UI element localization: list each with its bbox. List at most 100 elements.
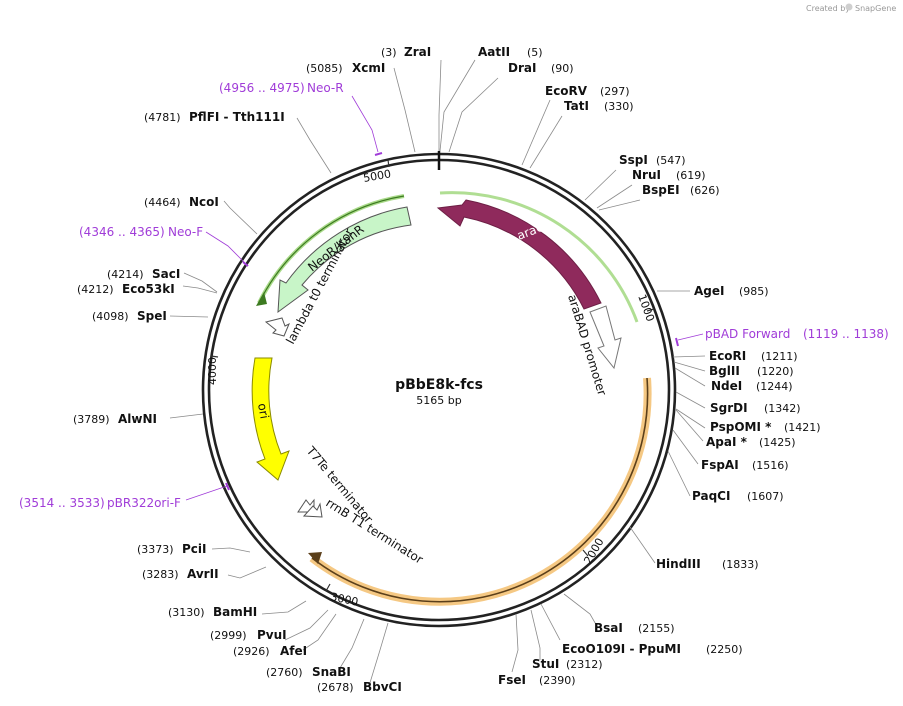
site-pos-pvui: (2999) [210,629,247,642]
site-pos-agei: (985) [739,285,769,298]
credit-brand: SnapGene [855,4,896,13]
site-name-apai[interactable]: ApaI * [706,435,748,449]
site-pos-ncoi: (4464) [144,196,181,209]
site-pos-paqci: (1607) [747,490,784,503]
plasmid-name: pBbE8k-fcs [395,377,483,393]
site-name-tati[interactable]: TatI [564,99,589,113]
site-name-spei[interactable]: SpeI [137,309,167,323]
site-name-stui[interactable]: StuI [532,657,559,671]
tick-5000: 5000 [362,167,392,185]
site-pos-ecorv: (297) [600,85,630,98]
site-name-avrii[interactable]: AvrII [187,567,219,581]
primer-range-neo-f: (4346 .. 4365) [79,225,165,239]
primer-name-pbr322ori-f[interactable]: pBR322ori-F [107,496,181,510]
site-pos-spei: (4098) [92,310,129,323]
orf-highlight-arac [439,191,639,323]
site-name-nrui[interactable]: NruI [632,168,661,182]
site-name-ndei[interactable]: NdeI [711,379,742,393]
site-pos-stui: (2312) [566,658,603,671]
backbone [201,151,677,628]
feature-ori [251,357,290,481]
site-pos-bbvci: (2678) [317,681,354,694]
site-name-ecorv[interactable]: EcoRV [545,84,588,98]
feature-label-rrnb-t1: rrnB T1 terminator [323,496,425,567]
site-name-pvui[interactable]: PvuI [257,628,287,642]
site-name-afei[interactable]: AfeI [280,644,307,658]
site-pos-apai: (1425) [759,436,796,449]
site-pos-bspei: (626) [690,184,720,197]
site-name-pspomi[interactable]: PspOMI * [710,420,772,434]
site-pos-fspai: (1516) [752,459,789,472]
site-name-fsei[interactable]: FseI [498,673,526,687]
site-pos-ecoo109i-ppumi: (2250) [706,643,743,656]
site-name-paqci[interactable]: PaqCI [692,489,730,503]
tick-1000: 1000 [635,293,657,324]
site-pos-sspi: (547) [656,154,686,167]
site-name-snabi[interactable]: SnaBI [312,665,351,679]
primer-range-pbad-forward: (1119 .. 1138) [803,327,889,341]
primer-name-neo-f[interactable]: Neo-F [168,225,203,239]
site-pos-fsei: (2390) [539,674,576,687]
site-pos-afei: (2926) [233,645,270,658]
site-name-ecori[interactable]: EcoRI [709,349,746,363]
orf-arrowhead-neor [256,292,267,306]
site-pos-eco53ki: (4212) [77,283,114,296]
site-pos-sgrdi: (1342) [764,402,801,415]
site-pos-zrai: (3) [381,46,397,59]
plasmid-length: 5165 bp [416,394,461,407]
site-name-fspai[interactable]: FspAI [701,458,739,472]
primer-name-neo-r[interactable]: Neo-R [307,81,344,95]
site-name-bsai[interactable]: BsaI [594,621,623,635]
site-pos-drai: (90) [551,62,574,75]
site-name-aatii[interactable]: AatII [478,45,510,59]
site-pos-avrii: (3283) [142,568,179,581]
site-name-hindiii[interactable]: HindIII [656,557,701,571]
primer-markers [185,95,704,501]
orf-arc-orange [311,377,649,603]
orf-arc-neor [258,195,405,304]
primer-labels: (4956 .. 4975) Neo-R (4346 .. 4365) Neo-… [19,81,889,510]
site-pos-bamhi: (3130) [168,606,205,619]
site-name-ncoi[interactable]: NcoI [189,195,219,209]
site-name-pflfi-tth111i[interactable]: PflFI - Tth111I [189,110,285,124]
site-name-alwni[interactable]: AlwNI [118,412,157,426]
primer-name-pbad-forward[interactable]: pBAD Forward [705,327,790,341]
site-name-zrai[interactable]: ZraI [404,45,431,59]
primer-tick-neo-f [242,261,249,267]
credit-prefix: Created by [806,4,850,13]
site-name-bbvci[interactable]: BbvCI [363,680,402,694]
site-name-bamhi[interactable]: BamHI [213,605,257,619]
snapgene-logo-icon [845,3,853,11]
site-name-pcii[interactable]: PciI [182,542,207,556]
primer-tick-pbr322ori-f [225,482,230,491]
primer-tick-pbad-forward [675,337,679,347]
site-name-eco53ki[interactable]: Eco53kI [122,282,175,296]
site-pos-pflfi-tth111i: (4781) [144,111,181,124]
site-name-xcmi[interactable]: XcmI [352,61,385,75]
feature-arabad-promoter [589,305,622,370]
feature-neor-kanr [277,206,412,314]
tick-3000: 3000 [329,590,359,609]
site-pos-ndei: (1244) [756,380,793,393]
site-name-saci[interactable]: SacI [152,267,180,281]
site-name-agei[interactable]: AgeI [694,284,724,298]
primer-range-neo-r: (4956 .. 4975) [219,81,305,95]
primer-range-pbr322ori-f: (3514 .. 3533) [19,496,105,510]
site-name-drai[interactable]: DraI [508,61,536,75]
site-pos-ecori: (1211) [761,350,798,363]
site-name-sgrdi[interactable]: SgrDI [710,401,748,415]
feature-lambda-t0 [264,317,290,337]
site-pos-tati: (330) [604,100,634,113]
site-name-sspi[interactable]: SspI [619,153,648,167]
site-name-ecoo109i-ppumi[interactable]: EcoO109I - PpuMI [562,642,681,656]
site-name-bglii[interactable]: BglII [709,364,740,378]
site-pos-bglii: (1220) [757,365,794,378]
site-name-bspei[interactable]: BspEI [642,183,680,197]
leader-lines [169,59,706,687]
feature-rrnb-t1 [302,502,323,518]
tick-4000: 4000 [206,357,219,385]
site-pos-pspomi: (1421) [784,421,821,434]
feature-label-ori: ori [255,402,271,420]
site-pos-xcmi: (5085) [306,62,343,75]
feature-arac [436,199,602,310]
